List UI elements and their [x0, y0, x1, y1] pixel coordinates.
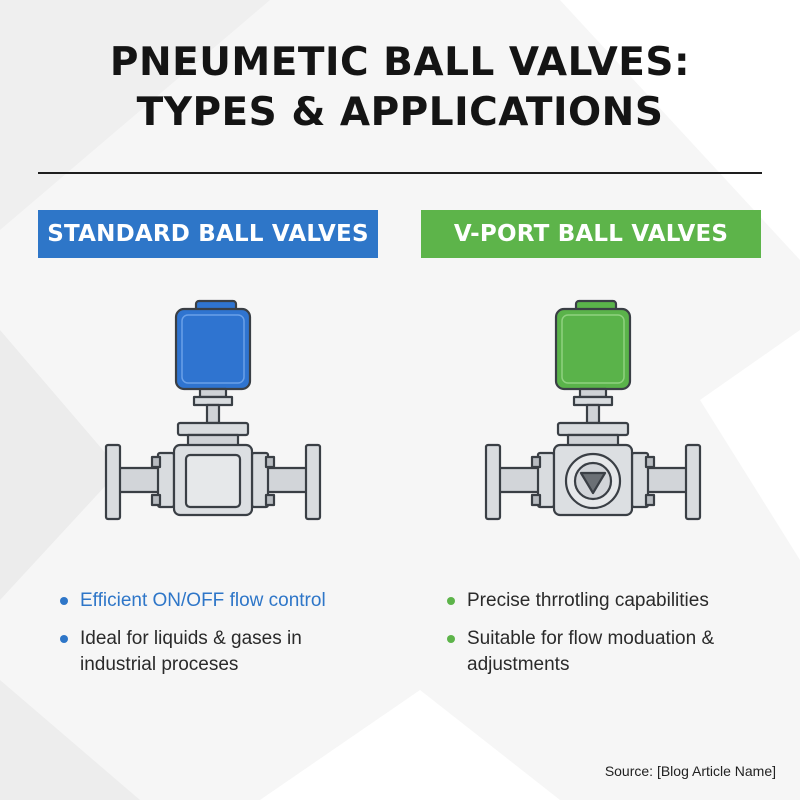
- page-title: PNEUMETIC BALL VALVES: TYPES & APPLICATI…: [0, 38, 800, 138]
- feature-text: Precise thrrotling capabilities: [467, 590, 709, 611]
- vport-valve-features: Precise thrrotling capabilities Suitable…: [445, 588, 765, 690]
- left-flange: [104, 443, 122, 521]
- actuator-body: [174, 307, 252, 391]
- right-flange: [304, 443, 322, 521]
- list-item: Precise thrrotling capabilities: [445, 588, 765, 614]
- source-citation: Source: [Blog Article Name]: [604, 763, 776, 779]
- feature-text: Efficient ON/OFF flow control: [80, 590, 326, 611]
- feature-text: Suitable for flow moduation & adjustment…: [467, 628, 715, 675]
- standard-ball-valves-banner: STANDARD BALL VALVES: [38, 210, 378, 258]
- vport-ball-valve-icon: [484, 299, 702, 521]
- list-item: Suitable for flow moduation & adjustment…: [445, 626, 765, 678]
- bullet-dot: [60, 597, 68, 605]
- list-item: Ideal for liquids & gases in industrial …: [58, 626, 378, 678]
- feature-text: Ideal for liquids & gases in industrial …: [80, 628, 302, 675]
- title-line-1: PNEUMETIC BALL VALVES:: [109, 40, 691, 85]
- list-item: Efficient ON/OFF flow control: [58, 588, 378, 614]
- vport-ball-valves-banner: V-PORT BALL VALVES: [421, 210, 761, 258]
- left-flange: [484, 443, 502, 521]
- title-divider: [38, 172, 762, 174]
- title-line-2: TYPES & APPLICATIONS: [136, 90, 664, 135]
- actuator-body: [554, 307, 632, 391]
- right-flange: [684, 443, 702, 521]
- v-notch-icon: [579, 471, 607, 495]
- standard-valve-features: Efficient ON/OFF flow control Ideal for …: [58, 588, 378, 690]
- bullet-dot: [447, 635, 455, 643]
- standard-ball-valve-icon: [104, 299, 322, 521]
- bullet-dot: [447, 597, 455, 605]
- bullet-dot: [60, 635, 68, 643]
